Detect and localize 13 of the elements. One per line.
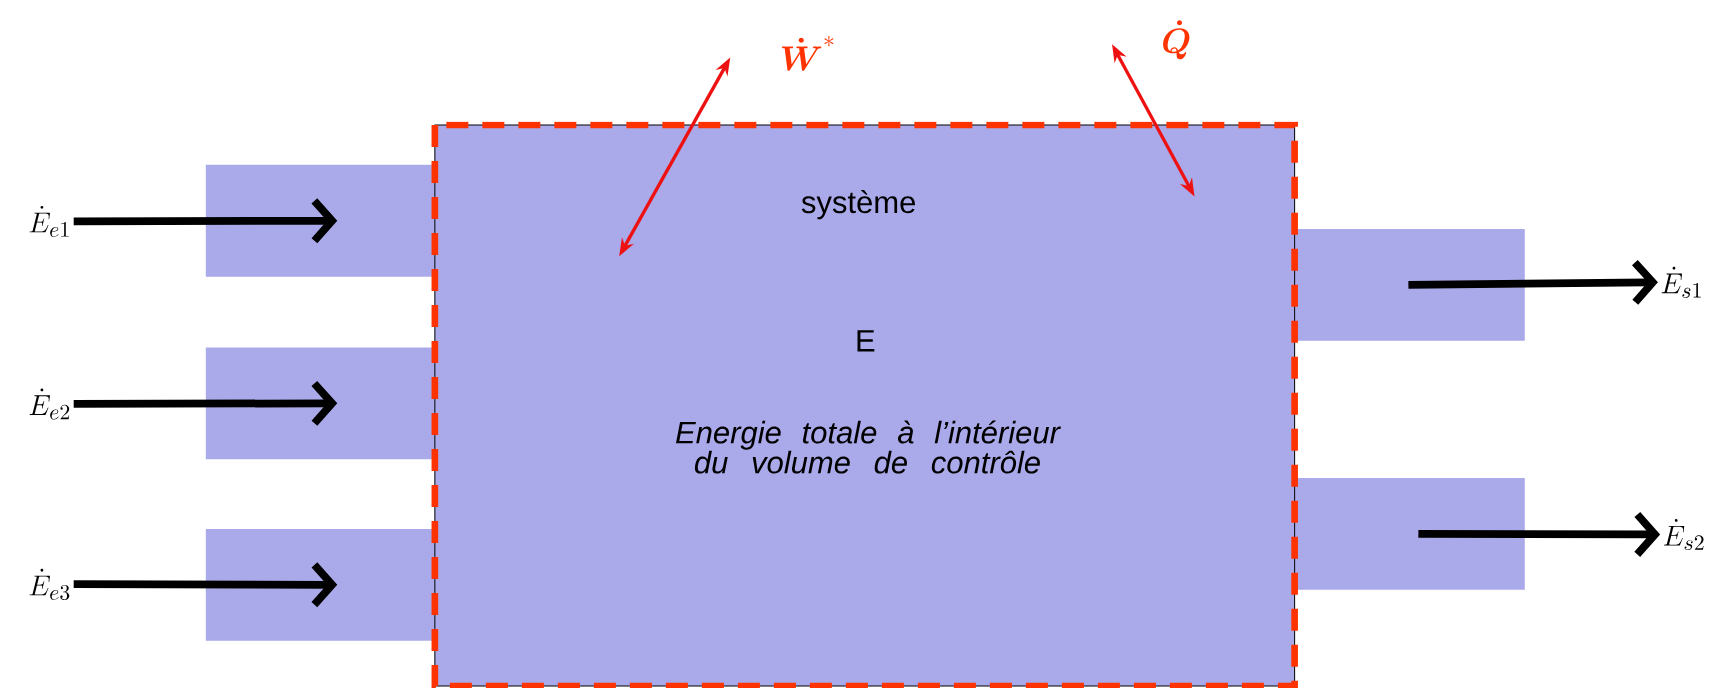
energy-flow-label: $\dot{E}_{s2}$	[1663, 518, 1704, 550]
system-box	[431, 121, 1298, 688]
work-label: $\boldsymbol{\dot{W}}^{*}$	[781, 35, 834, 71]
system-label: système	[801, 189, 915, 220]
heat-label: $\boldsymbol{\dot{Q}}$	[1163, 20, 1190, 60]
pipe	[1294, 228, 1525, 341]
energy-symbol: E	[857, 330, 875, 352]
energy-flow-label: $\dot{E}_{e3}$	[29, 568, 70, 600]
description-text: Energie totale à l’intérieur du volume de contrôle	[675, 420, 1061, 474]
pipe	[1294, 477, 1525, 590]
energy-flow-label: $\dot{E}_{s1}$	[1661, 266, 1701, 298]
energy-flow-label: $\dot{E}_{e1}$	[29, 205, 69, 237]
energy-flow-label: $\dot{E}_{e2}$	[29, 388, 70, 420]
